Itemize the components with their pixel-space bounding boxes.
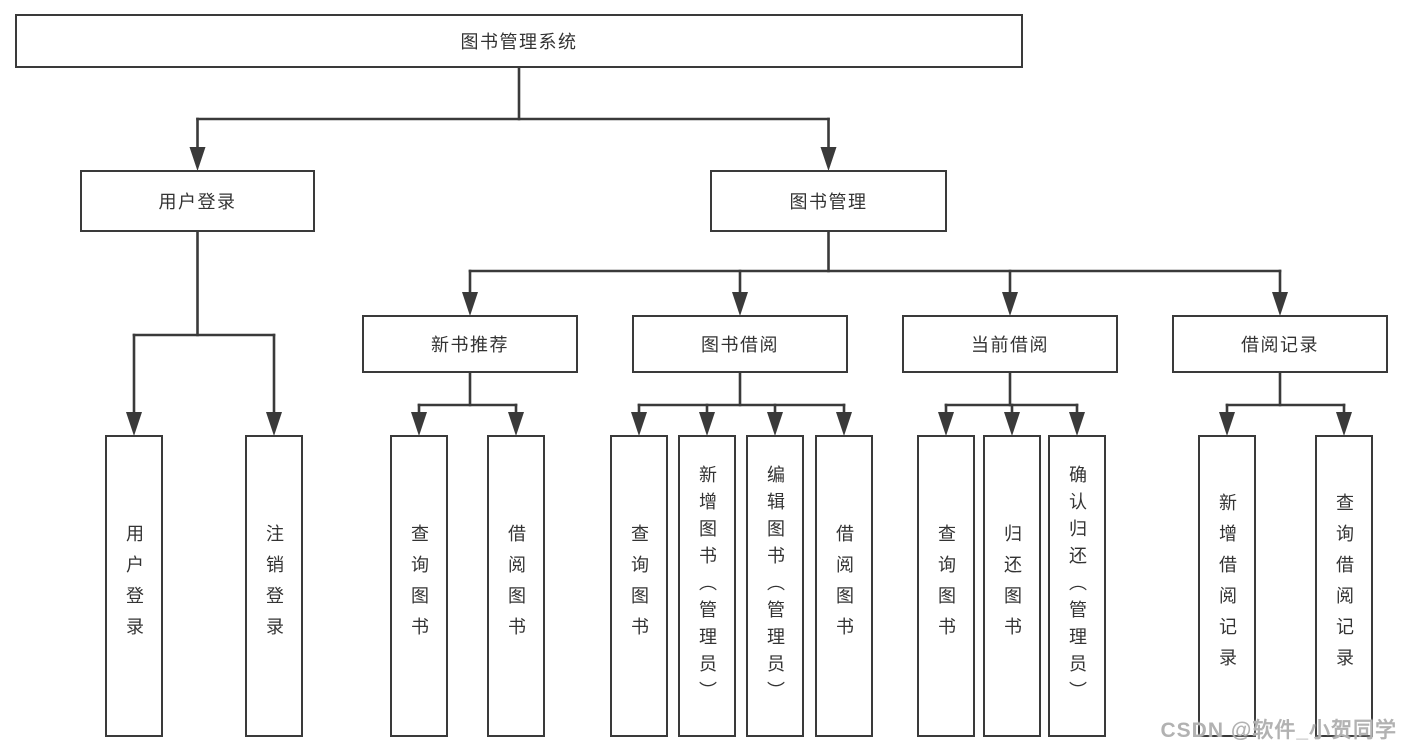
node-leaf-add-record: 新增借阅记录 xyxy=(1198,435,1256,737)
arrowhead-icon xyxy=(126,412,142,436)
arrowhead-icon xyxy=(836,412,852,436)
node-leaf-query-record: 查询借阅记录 xyxy=(1315,435,1373,737)
arrowhead-icon xyxy=(508,412,524,436)
watermark: CSDN @软件_小贺同学 xyxy=(1160,719,1397,742)
node-label: 查询借阅记录 xyxy=(1334,493,1354,679)
node-leaf-add-book: 新增图书（管理员） xyxy=(678,435,736,737)
node-label: 借阅图书 xyxy=(506,524,526,648)
node-leaf-logout: 注销登录 xyxy=(245,435,303,737)
node-leaf-confirm-return: 确认归还（管理员） xyxy=(1048,435,1106,737)
node-label: 图书管理 xyxy=(789,192,868,212)
arrowhead-icon xyxy=(732,292,748,316)
node-label: 新增图书（管理员） xyxy=(697,464,717,708)
node-leaf-query-book-1: 查询图书 xyxy=(390,435,448,737)
arrowhead-icon xyxy=(699,412,715,436)
node-label: 当前借阅 xyxy=(971,335,1049,355)
node-book-borrow: 图书借阅 xyxy=(632,315,848,373)
node-label: 编辑图书（管理员） xyxy=(765,464,785,708)
node-leaf-borrow-book-1: 借阅图书 xyxy=(487,435,545,737)
node-label: 查询图书 xyxy=(936,524,956,648)
node-leaf-query-book-3: 查询图书 xyxy=(917,435,975,737)
arrowhead-icon xyxy=(1272,292,1288,316)
arrowhead-icon xyxy=(411,412,427,436)
node-label: 新增借阅记录 xyxy=(1217,493,1237,679)
node-label: 查询图书 xyxy=(409,524,429,648)
node-current-borrow: 当前借阅 xyxy=(902,315,1118,373)
arrowhead-icon xyxy=(820,147,837,171)
node-leaf-query-book-2: 查询图书 xyxy=(610,435,668,737)
arrowhead-icon xyxy=(938,412,954,436)
node-label: 借阅记录 xyxy=(1241,335,1319,355)
node-borrow-record: 借阅记录 xyxy=(1172,315,1388,373)
node-label: 查询图书 xyxy=(629,524,649,648)
arrowhead-icon xyxy=(1002,292,1018,316)
arrowhead-icon xyxy=(1069,412,1085,436)
arrowhead-icon xyxy=(767,412,783,436)
node-label: 借阅图书 xyxy=(834,524,854,648)
node-label: 图书借阅 xyxy=(701,335,779,355)
node-label: 新书推荐 xyxy=(431,335,509,355)
arrowhead-icon xyxy=(1219,412,1235,436)
arrowhead-icon xyxy=(462,292,478,316)
node-label: 用户登录 xyxy=(158,192,237,212)
arrowhead-icon xyxy=(189,147,206,171)
node-label: 注销登录 xyxy=(264,524,284,648)
node-new-book-rec: 新书推荐 xyxy=(362,315,578,373)
arrowhead-icon xyxy=(631,412,647,436)
node-label: 归还图书 xyxy=(1002,524,1022,648)
node-label: 用户登录 xyxy=(124,524,144,648)
arrowhead-icon xyxy=(1336,412,1352,436)
node-book-mgmt: 图书管理 xyxy=(710,170,947,232)
node-label: 确认归还（管理员） xyxy=(1067,464,1087,708)
node-leaf-user-login: 用户登录 xyxy=(105,435,163,737)
node-label: 图书管理系统 xyxy=(460,32,578,52)
node-leaf-edit-book: 编辑图书（管理员） xyxy=(746,435,804,737)
node-root: 图书管理系统 xyxy=(15,14,1023,68)
node-leaf-borrow-book-2: 借阅图书 xyxy=(815,435,873,737)
node-user-login: 用户登录 xyxy=(80,170,315,232)
arrowhead-icon xyxy=(266,412,282,436)
arrowhead-icon xyxy=(1004,412,1020,436)
node-leaf-return-book: 归还图书 xyxy=(983,435,1041,737)
